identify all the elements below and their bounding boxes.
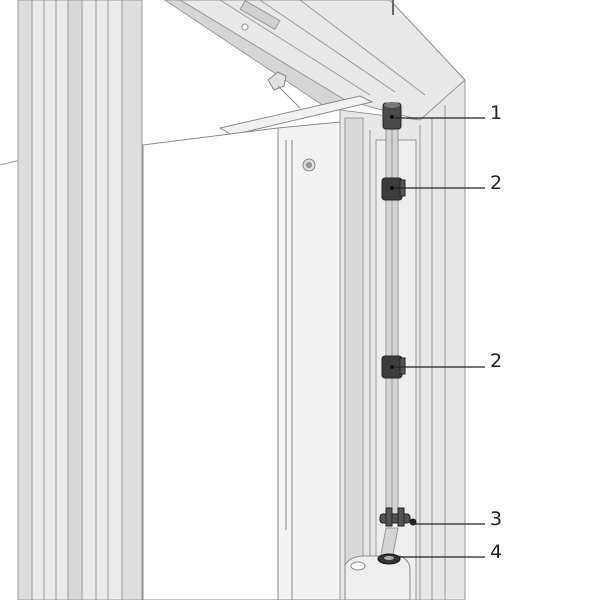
callout-2-lower: 2 (490, 350, 503, 372)
callout-4: 4 (490, 541, 503, 563)
callout-2-upper: 2 (490, 172, 503, 194)
door-leaf (142, 121, 341, 600)
door-closer-arm (218, 71, 374, 136)
bottom-hinge-block (344, 555, 411, 600)
callout-1: 1 (490, 102, 503, 124)
clip-1-icon (382, 102, 402, 130)
clip-2-upper-icon (381, 177, 406, 201)
fastener-3-icon (379, 507, 417, 527)
left-frame-profile (17, 0, 143, 600)
top-frame (164, 0, 466, 121)
callout-3: 3 (490, 508, 503, 530)
bushing-4-icon (377, 553, 401, 565)
